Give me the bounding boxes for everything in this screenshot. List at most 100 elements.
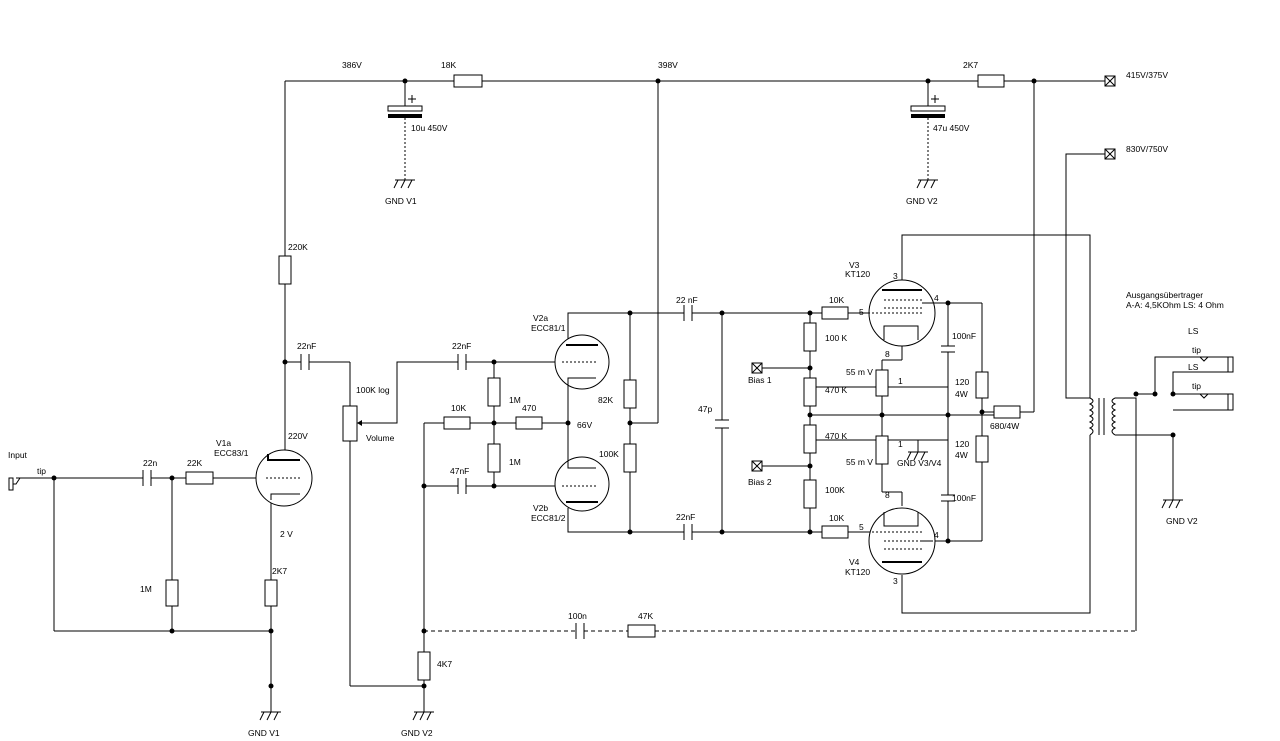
capacitor-100nf-2 (941, 494, 955, 502)
label-pin5-v4: 5 (859, 522, 864, 532)
label-22k: 22K (187, 458, 202, 468)
label-1m-b: 1M (509, 457, 521, 467)
label-pin3-v3: 3 (893, 271, 898, 281)
resistor-120-2 (975, 435, 989, 463)
resistor-470k-2 (803, 424, 817, 454)
output-transformer (1088, 397, 1117, 436)
label-pin8-v4: 8 (885, 490, 890, 500)
resistor-1-ohm-v3 (875, 369, 889, 397)
input-jack-icon (8, 477, 21, 491)
label-v4-name: V4 (849, 557, 860, 567)
tube-v3-kt120 (868, 279, 936, 347)
label-22nf-1: 22nF (297, 341, 316, 351)
resistor-1m-b (487, 443, 501, 473)
ground-gnd-v3v4 (906, 440, 928, 461)
label-gnd-v1-bottom: GND V1 (248, 728, 280, 738)
speaker-jack-1-icon (1199, 356, 1234, 373)
label-pin8-v3: 8 (885, 349, 890, 359)
capacitor-22nf-1 (300, 354, 310, 370)
label-47p: 47p (698, 404, 712, 414)
label-100nf-1: 100nF (952, 331, 976, 341)
capacitor-47p (715, 419, 729, 429)
label-220v: 220V (288, 431, 308, 441)
ground-gnd-v2-bottom (412, 711, 434, 721)
label-100k-g1: 100 K (825, 333, 848, 343)
ground-gnd-v1-top (393, 179, 415, 189)
label-tip-ls2: tip (1192, 381, 1201, 391)
terminal-bias2-icon (751, 460, 763, 472)
label-22nf-bottom: 22nF (676, 512, 695, 522)
label-10k-g3: 10K (829, 295, 844, 305)
connectors (8, 75, 1234, 491)
label-ot-title: Ausgangsübertrager (1126, 290, 1203, 300)
label-4k7: 4K7 (437, 659, 452, 669)
label-v4-type: KT120 (845, 567, 870, 577)
resistor-4k7 (417, 651, 431, 681)
label-47k-fb: 47K (638, 611, 653, 621)
label-2k7-cathode: 2K7 (272, 566, 287, 576)
resistor-120-1 (975, 371, 989, 399)
label-55mv-1: 55 m V (846, 367, 873, 377)
resistor-2k7-top (977, 74, 1005, 88)
capacitor-47u (910, 95, 946, 118)
label-1-ohm-2: 1 (898, 439, 903, 449)
label-gnd-v2-top: GND V2 (906, 196, 938, 206)
capacitors (142, 95, 955, 639)
tube-v1a (255, 449, 313, 507)
label-398v: 398V (658, 60, 678, 70)
capacitor-47nf (457, 478, 467, 494)
label-volume: Volume (366, 433, 395, 443)
label-v2a-type: ECC81/1 (531, 323, 566, 333)
tube-v2a (554, 334, 610, 390)
resistors (165, 74, 1021, 681)
resistor-18k (453, 74, 483, 88)
label-ls: LS (1188, 326, 1199, 336)
label-4w-2: 4W (955, 450, 968, 460)
resistor-2k7-cathode (264, 579, 278, 607)
resistor-470 (515, 416, 543, 430)
label-18k: 18K (441, 60, 456, 70)
tube-v2b (554, 456, 610, 512)
label-1m-input: 1M (140, 584, 152, 594)
label-470k-1: 470 K (825, 385, 848, 395)
resistor-47k-fb (627, 624, 656, 638)
label-10u: 10u 450V (411, 123, 448, 133)
label-120-2: 120 (955, 439, 969, 449)
resistor-1m-input (165, 579, 179, 607)
label-100nf-2: 100nF (952, 493, 976, 503)
resistor-100k-g1 (803, 322, 817, 352)
label-100n-fb: 100n (568, 611, 587, 621)
resistor-1m-a (487, 377, 501, 407)
label-100k-pi: 100K (599, 449, 619, 459)
label-v2b-type: ECC81/2 (531, 513, 566, 523)
label-386v: 386V (342, 60, 362, 70)
label-66v: 66V (577, 420, 592, 430)
resistor-680 (993, 405, 1021, 419)
label-22nf-2: 22nF (452, 341, 471, 351)
label-tip-ls1: tip (1192, 345, 1201, 355)
label-v3-type: KT120 (845, 269, 870, 279)
label-680: 680/4W (990, 421, 1019, 431)
wires (16, 80, 1228, 712)
label-ls2: LS (1188, 362, 1199, 372)
label-pot: 100K log (356, 385, 390, 395)
volume-potentiometer (342, 405, 358, 442)
label-470k-2: 470 K (825, 431, 848, 441)
label-input: Input (8, 450, 28, 460)
label-v2a-name: V2a (533, 313, 548, 323)
label-10k-g4: 10K (829, 513, 844, 523)
label-bias2: Bias 2 (748, 477, 772, 487)
label-47u: 47u 450V (933, 123, 970, 133)
capacitor-10u (387, 95, 423, 118)
label-pin3-v4: 3 (893, 576, 898, 586)
label-v2b-name: V2b (533, 503, 548, 513)
label-gnd-v2-bottom: GND V2 (401, 728, 433, 738)
label-v3-name: V3 (849, 260, 860, 270)
label-pin5-v3: 5 (859, 307, 864, 317)
label-1m-a: 1M (509, 395, 521, 405)
label-tip-input: tip (37, 466, 46, 476)
label-4w-1: 4W (955, 389, 968, 399)
label-100k-g2: 100K (825, 485, 845, 495)
resistor-470k-1 (803, 377, 817, 407)
